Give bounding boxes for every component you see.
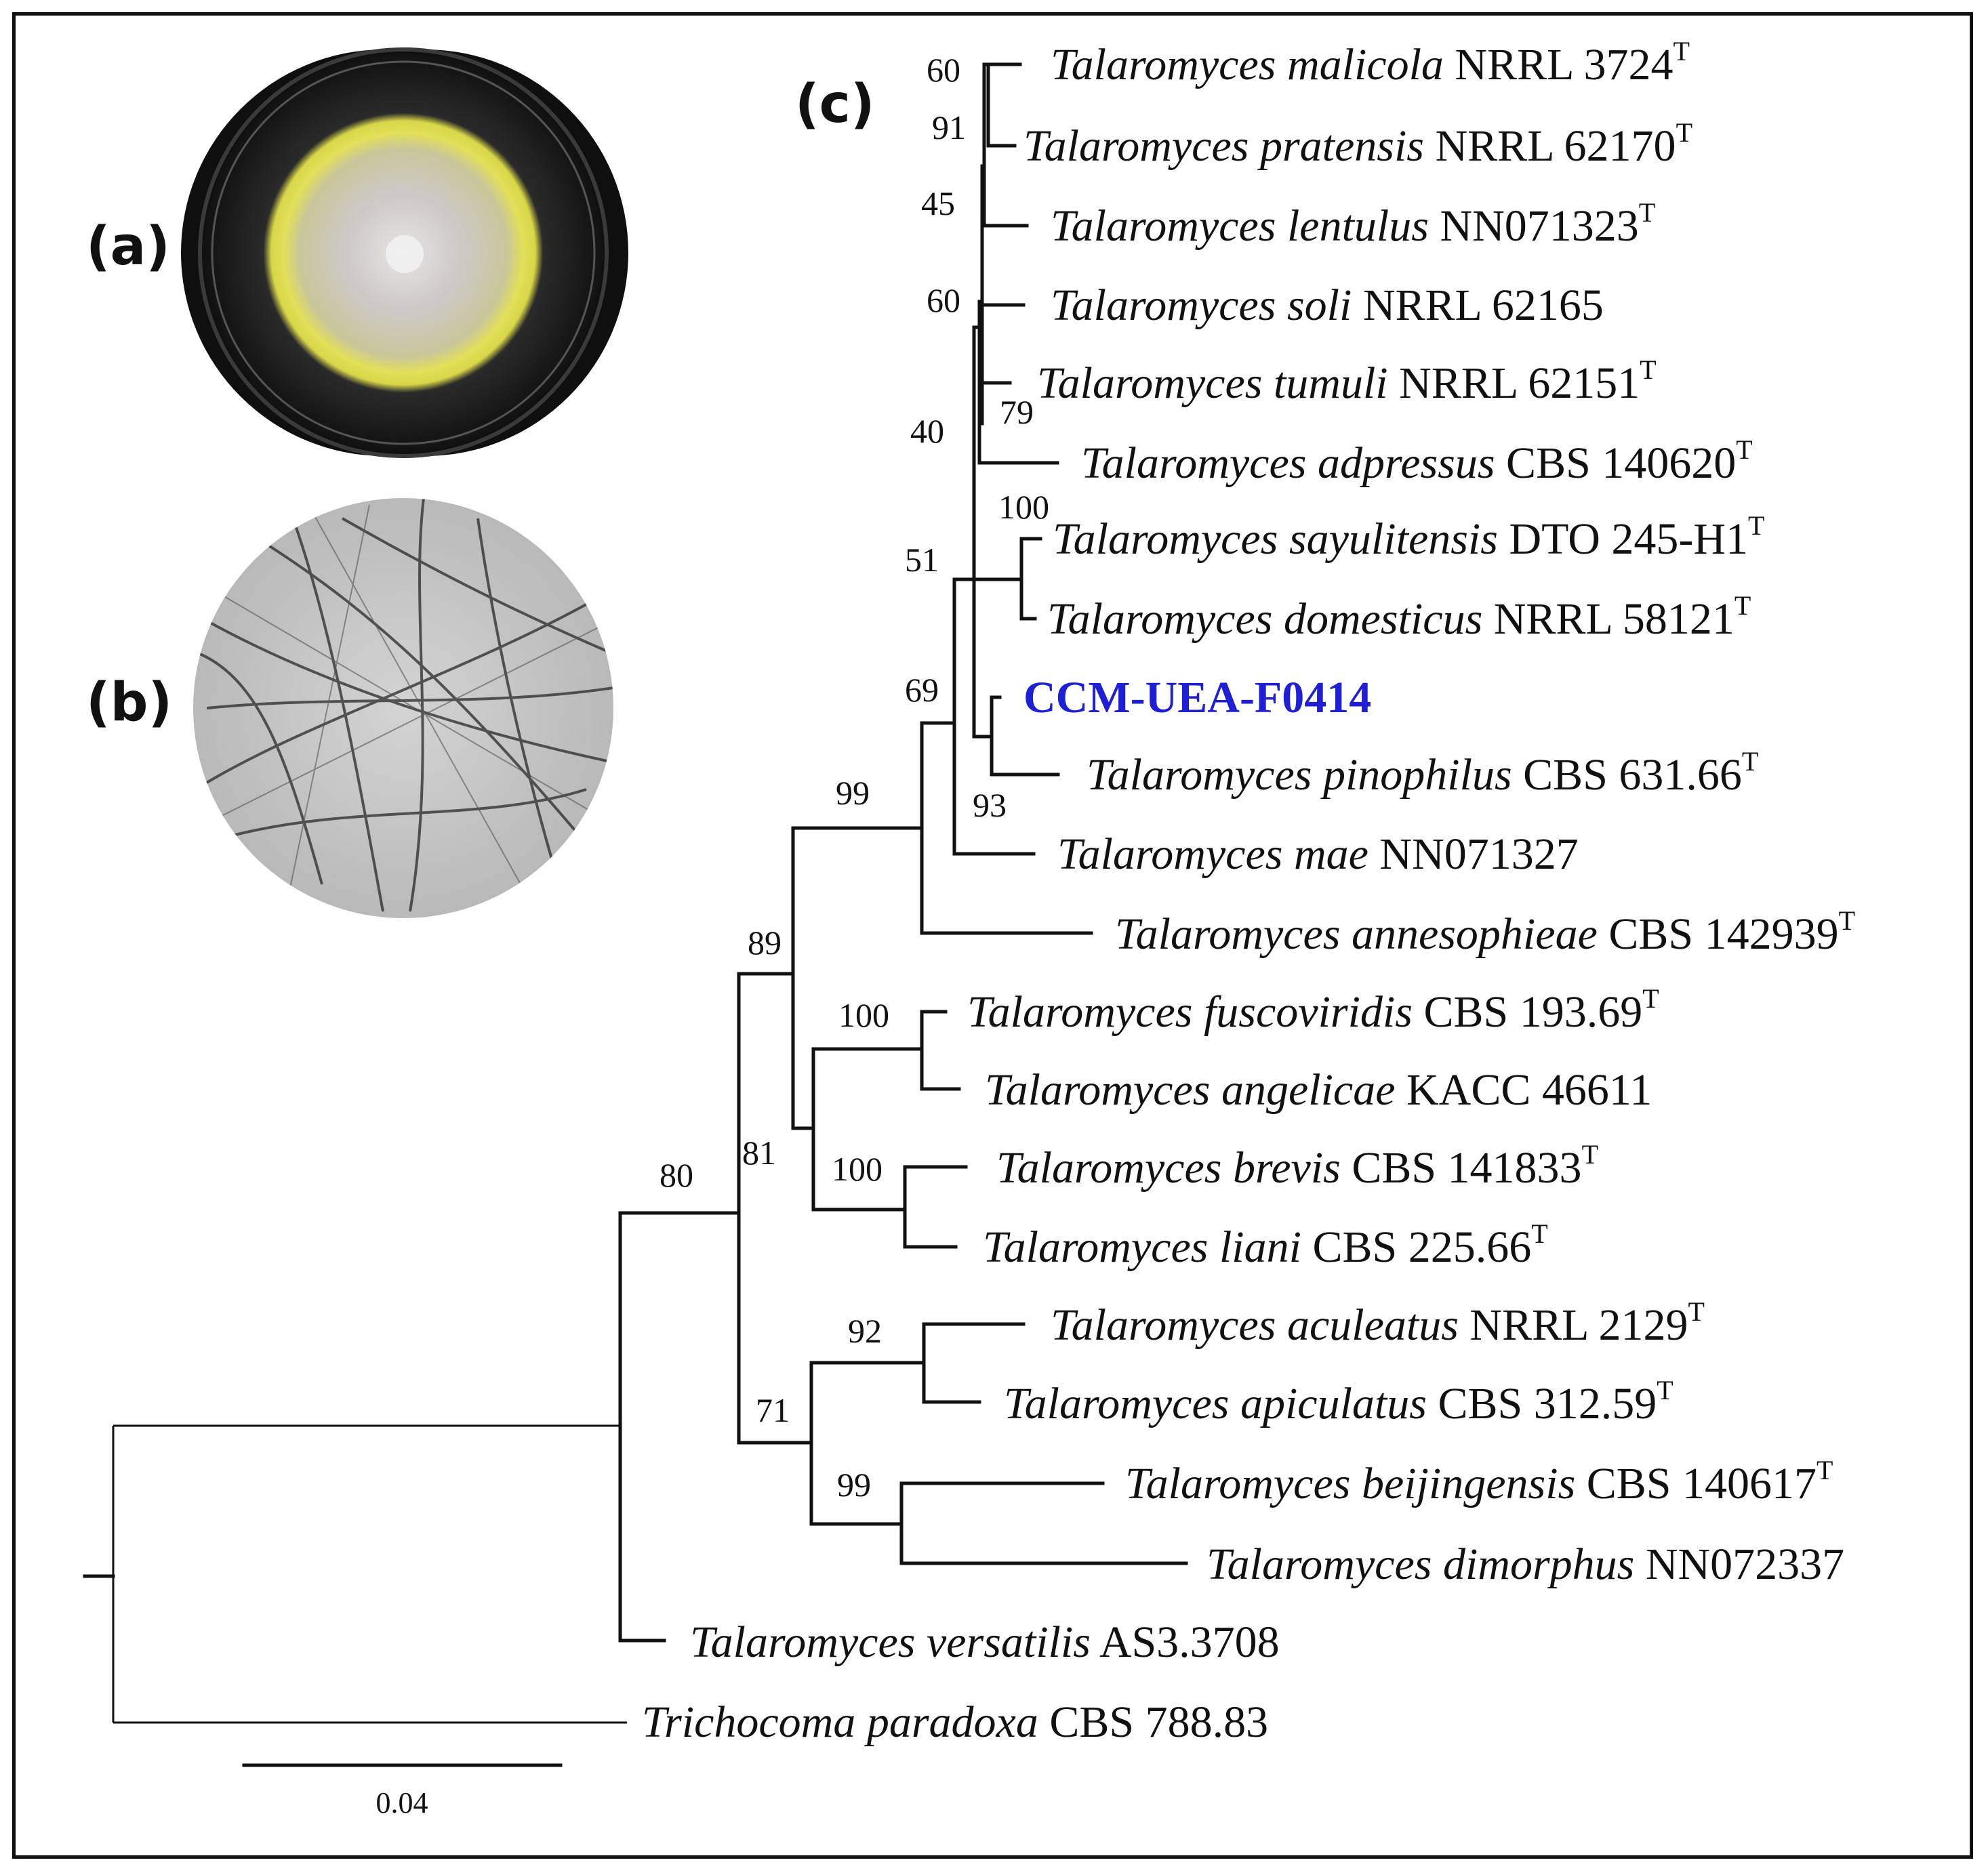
bootstrap-value: 99 — [837, 1466, 871, 1504]
taxon-label: Talaromyces versatilis AS3.3708 — [690, 1618, 1280, 1667]
taxon-label: Talaromyces apiculatus CBS 312.59T — [1004, 1375, 1673, 1428]
bootstrap-value: 51 — [905, 541, 939, 579]
tree-branches — [83, 62, 1188, 1724]
bootstrap-value: 93 — [973, 786, 1007, 824]
bootstrap-value: 60 — [927, 51, 960, 89]
figure-frame: (a) (b) (c) — [12, 12, 1973, 1859]
scale-bar-label: 0.04 — [376, 1786, 428, 1819]
bootstrap-value: 69 — [905, 671, 939, 709]
taxon-label: Talaromyces dimorphus NN072337 — [1206, 1540, 1844, 1589]
panel-label-a: (a) — [86, 216, 170, 277]
bootstrap-value: 91 — [932, 108, 966, 146]
taxon-label: Talaromyces beijingensis CBS 140617T — [1125, 1455, 1833, 1508]
highlighted-isolate-label: CCM-UEA-F0414 — [1023, 673, 1371, 722]
taxon-label: Talaromyces lentulus NN071323T — [1051, 197, 1655, 251]
taxon-label: Talaromyces aculeatus NRRL 2129T — [1051, 1296, 1705, 1350]
taxon-label: Talaromyces annesophieae CBS 142939T — [1115, 905, 1855, 959]
bootstrap-value: 89 — [748, 924, 782, 962]
bootstrap-value: 99 — [836, 774, 870, 812]
bootstrap-value: 60 — [927, 281, 960, 319]
panel-label-c: (c) — [795, 74, 875, 135]
bootstrap-value: 81 — [742, 1134, 776, 1172]
taxon-labels: Talaromyces malicola NRRL 3724T Talaromy… — [642, 36, 1855, 1747]
taxon-label: Talaromyces mae NN071327 — [1057, 829, 1579, 879]
taxon-label: Talaromyces brevis CBS 141833T — [996, 1139, 1598, 1193]
taxon-label: Talaromyces domesticus NRRL 58121T — [1047, 590, 1751, 644]
taxon-label: Talaromyces pratensis NRRL 62170T — [1023, 117, 1692, 171]
taxon-label: Talaromyces adpressus CBS 140620T — [1081, 434, 1753, 488]
taxon-label: Talaromyces malicola NRRL 3724T — [1051, 36, 1690, 89]
culture-plate-photo — [181, 47, 628, 458]
taxon-label: Talaromyces liani CBS 225.66T — [983, 1218, 1548, 1272]
bootstrap-value: 40 — [910, 412, 944, 450]
bootstrap-value: 71 — [756, 1391, 790, 1429]
bootstrap-value: 100 — [838, 996, 889, 1034]
bootstrap-value: 79 — [1000, 393, 1034, 431]
scale-bar: 0.04 — [242, 1763, 563, 1819]
bootstrap-value: 80 — [660, 1156, 693, 1194]
phylogenetic-figure: (a) (b) (c) — [83, 36, 1855, 1819]
bootstrap-value: 92 — [848, 1312, 882, 1350]
bootstrap-value: 100 — [832, 1150, 883, 1188]
taxon-label: Talaromyces tumuli NRRL 62151T — [1037, 354, 1657, 408]
taxon-label: Talaromyces sayulitensis DTO 245-H1T — [1053, 510, 1764, 564]
bootstrap-value: 100 — [998, 488, 1049, 526]
bootstrap-values: 60 91 45 60 79 40 100 51 69 93 99 89 100… — [660, 51, 1049, 1504]
bootstrap-value: 45 — [921, 184, 955, 222]
taxon-label: Talaromyces fuscoviridis CBS 193.69T — [967, 983, 1659, 1037]
taxon-label: Trichocoma paradoxa CBS 788.83 — [642, 1697, 1268, 1747]
taxon-label: Talaromyces pinophilus CBS 631.66T — [1087, 746, 1758, 800]
panel-label-b: (b) — [86, 672, 172, 733]
taxon-label: Talaromyces soli NRRL 62165 — [1051, 281, 1604, 330]
micrograph-photo — [193, 498, 613, 918]
taxon-label: Talaromyces angelicae KACC 46611 — [985, 1065, 1652, 1115]
